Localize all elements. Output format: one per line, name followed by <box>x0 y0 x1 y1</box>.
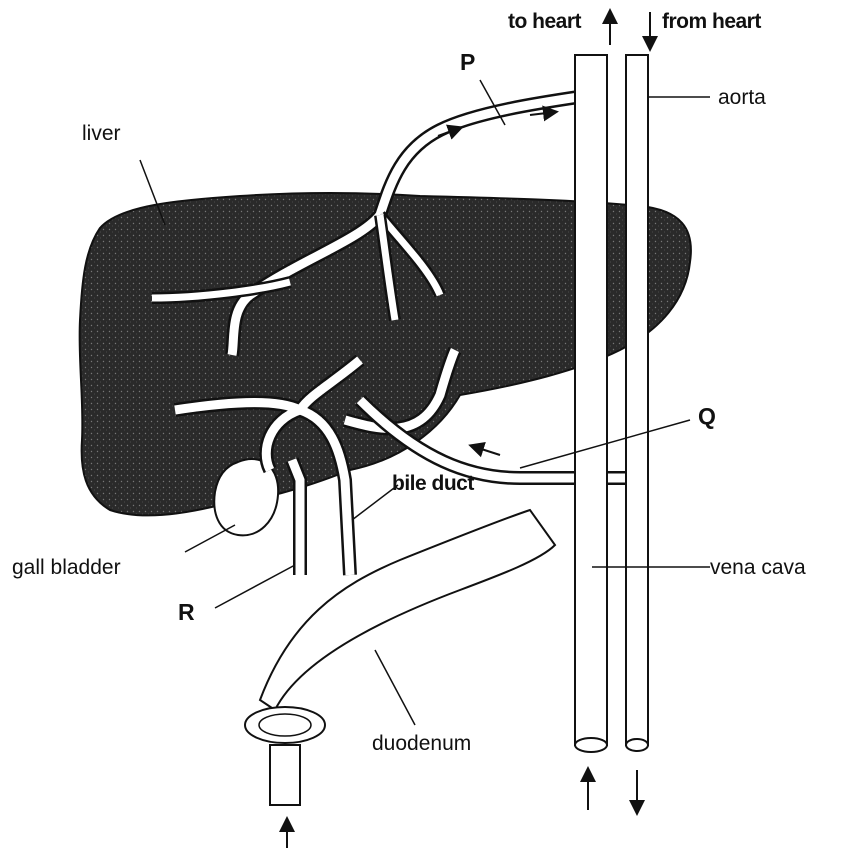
label-gall-bladder: gall bladder <box>12 556 121 579</box>
arrow-q <box>472 446 500 455</box>
label-r: R <box>178 599 195 625</box>
label-vena-cava: vena cava <box>710 556 806 579</box>
lower-vessel <box>270 745 300 805</box>
vena-cava <box>575 55 607 745</box>
duodenum-inner-opening <box>259 714 311 736</box>
arrow-portal-2 <box>530 112 555 115</box>
aorta-opening <box>626 739 648 751</box>
leader-gall-bladder <box>185 525 235 552</box>
label-bile-duct: bile duct <box>392 472 474 495</box>
label-from-heart: from heart <box>662 10 761 33</box>
label-duodenum: duodenum <box>372 732 471 755</box>
leader-r <box>215 565 295 608</box>
label-q: Q <box>698 403 716 429</box>
label-to-heart: to heart <box>508 10 582 33</box>
aorta <box>626 55 648 745</box>
leader-duodenum <box>375 650 415 725</box>
vena-cava-opening <box>575 738 607 752</box>
label-liver: liver <box>82 122 121 145</box>
label-p: P <box>460 49 475 75</box>
label-aorta: aorta <box>718 86 766 109</box>
